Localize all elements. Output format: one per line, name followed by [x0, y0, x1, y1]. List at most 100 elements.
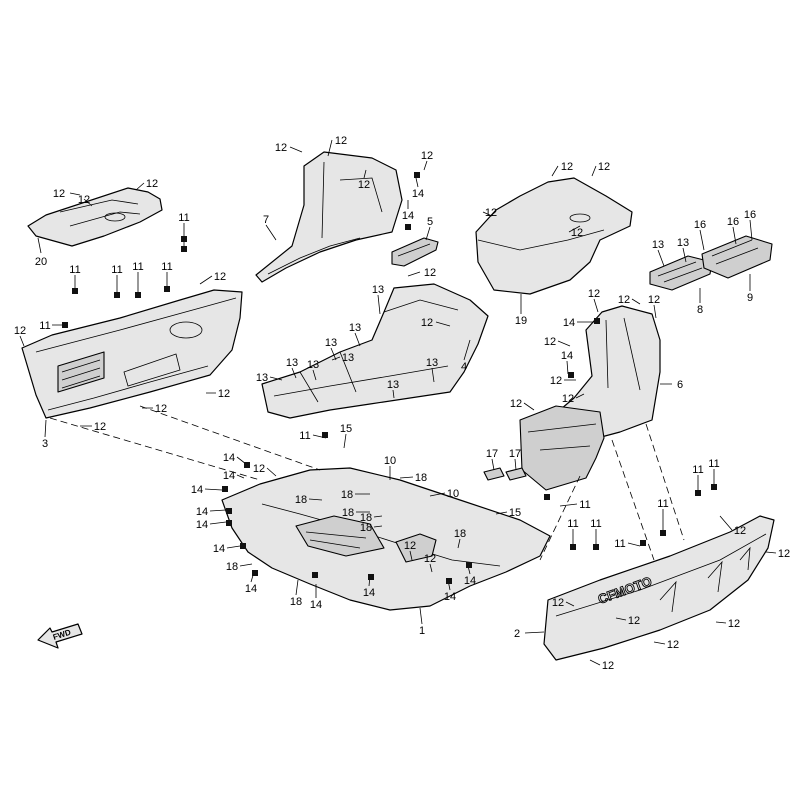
callout-c52: 14	[563, 317, 575, 329]
callout-c30: 13	[342, 352, 354, 364]
callout-c40: 12	[571, 227, 583, 239]
callout-c14: 12	[155, 403, 167, 415]
callout-c69: 10	[447, 488, 459, 500]
callout-c20: 12	[421, 150, 433, 162]
part-8-block	[649, 255, 713, 291]
part-17-pads	[483, 467, 527, 481]
callout-c101: 12	[728, 618, 740, 630]
callout-c41: 19	[515, 315, 527, 327]
callout-c8: 11	[132, 261, 143, 273]
part-6-right-rear-panel	[519, 305, 661, 491]
callout-c37: 12	[561, 161, 573, 173]
callout-c82: 14	[245, 583, 257, 595]
callout-c71: 14	[196, 519, 208, 531]
part-20-cover	[27, 187, 163, 247]
callout-c38: 12	[598, 161, 610, 173]
callout-c18: 12	[275, 142, 287, 154]
fasteners	[62, 172, 717, 584]
callout-c11: 12	[14, 325, 26, 337]
callout-c74: 18	[360, 522, 372, 534]
callout-c91: 11	[567, 518, 578, 530]
callout-c59: 11	[299, 430, 310, 442]
callout-c61: 14	[223, 452, 235, 464]
part-3-left-side-panel	[21, 289, 243, 419]
callout-c76: 18	[454, 528, 466, 540]
callout-c83: 18	[290, 596, 302, 608]
callout-c32: 13	[307, 359, 319, 371]
callout-c85: 14	[363, 587, 375, 599]
callout-c9: 11	[161, 261, 172, 273]
callout-c39: 12	[485, 207, 497, 219]
part-4-center-console	[261, 283, 489, 419]
callout-c25: 12	[424, 267, 436, 279]
callout-c64: 10	[384, 455, 396, 467]
callout-c63: 14	[223, 470, 235, 482]
callout-c35: 13	[256, 372, 268, 384]
part-9-block	[701, 235, 773, 279]
callout-c7: 11	[111, 264, 122, 276]
callout-c96: 11	[708, 458, 719, 470]
callout-c45: 16	[727, 216, 739, 228]
alignment-lines	[49, 405, 685, 561]
callout-c53: 12	[544, 336, 556, 348]
callout-c66: 14	[191, 484, 203, 496]
part-19-storage-bin	[475, 177, 633, 295]
callout-c97: 12	[734, 525, 746, 537]
leader-lines	[19, 139, 777, 666]
callout-c1: 12	[53, 188, 65, 200]
callout-c51: 12	[648, 294, 660, 306]
callout-c60: 15	[340, 423, 352, 435]
fwd-direction-arrow	[37, 623, 83, 649]
callout-c21: 14	[412, 188, 424, 200]
callout-c2: 12	[78, 194, 90, 206]
callout-c16: 3	[42, 438, 48, 450]
callout-c70: 14	[196, 506, 208, 518]
callout-c36: 13	[387, 379, 399, 391]
callout-c50: 12	[618, 294, 630, 306]
part-2-right-lower-panel	[543, 515, 775, 661]
callout-c26: 13	[372, 284, 384, 296]
callout-c98: 12	[778, 548, 790, 560]
callout-c42: 13	[652, 239, 664, 251]
callout-c4: 20	[35, 256, 47, 268]
callout-c62: 12	[253, 463, 265, 475]
callout-c22: 14	[402, 210, 414, 222]
callout-c24: 7	[263, 214, 269, 226]
callout-c23: 5	[427, 216, 433, 228]
callout-c31: 13	[286, 357, 298, 369]
part-7-upper-center-panel	[255, 151, 403, 283]
callout-c88: 17	[486, 448, 498, 460]
callout-c46: 16	[744, 209, 756, 221]
callout-c10: 12	[214, 271, 226, 283]
callout-c103: 2	[514, 628, 520, 640]
callout-c28: 12	[421, 317, 433, 329]
callout-c17: 12	[335, 135, 347, 147]
callout-c68: 18	[341, 489, 353, 501]
callout-c102: 12	[667, 639, 679, 651]
part-1-floor-pan	[221, 467, 551, 611]
callout-c92: 11	[590, 518, 601, 530]
callout-c44: 16	[694, 219, 706, 231]
callout-c100: 12	[628, 615, 640, 627]
callout-c5: 11	[178, 212, 189, 224]
callout-c58: 12	[510, 398, 522, 410]
callout-c87: 1	[419, 625, 425, 637]
callout-c80: 14	[464, 575, 476, 587]
callout-c34: 4	[461, 361, 467, 373]
callout-c3: 12	[146, 178, 158, 190]
callout-c48: 9	[747, 292, 753, 304]
callout-c15: 12	[94, 421, 106, 433]
callout-c78: 12	[404, 540, 416, 552]
callout-c99: 12	[552, 597, 564, 609]
callout-c86: 14	[444, 591, 456, 603]
callout-c77: 14	[213, 543, 225, 555]
callout-c90: 11	[579, 499, 590, 511]
callout-c95: 11	[692, 464, 703, 476]
callout-c12: 11	[39, 320, 50, 332]
callout-c19: 12	[358, 179, 370, 191]
callout-c72: 18	[342, 507, 354, 519]
callout-c81: 18	[226, 561, 238, 573]
callout-c54: 14	[561, 350, 573, 362]
callout-c43: 13	[677, 237, 689, 249]
